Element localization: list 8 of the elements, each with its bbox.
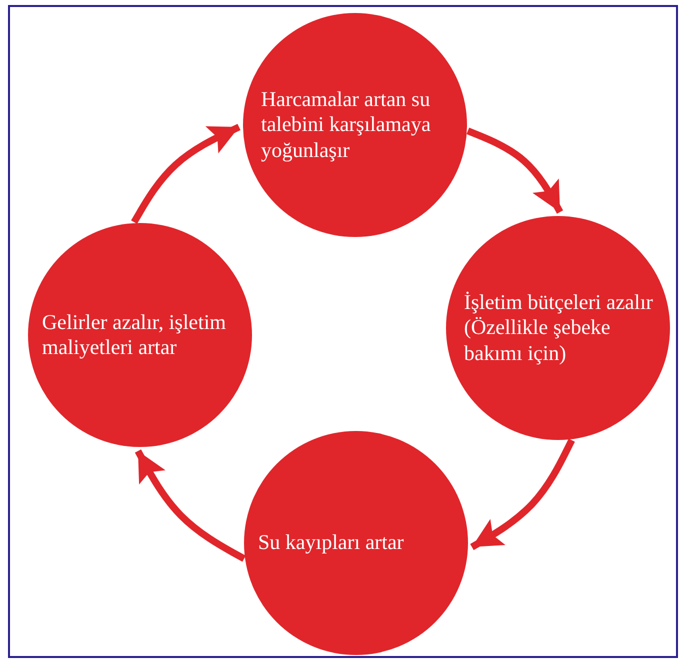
curved-arrow <box>466 128 564 214</box>
curved-arrow <box>134 449 246 562</box>
node-text: Harcamalar artan su talebini karşılamaya yoğunlaşır <box>261 87 432 163</box>
curved-arrow <box>131 124 241 224</box>
node-text: İşletim bütçeleri azalır (Özellikle şebeke bakımı için) <box>464 290 654 366</box>
node-text: Gelirler azalır, işletim maliyetleri artar <box>42 310 227 360</box>
node-text: Su kayıpları artar <box>258 530 404 556</box>
curved-arrow <box>470 438 575 550</box>
